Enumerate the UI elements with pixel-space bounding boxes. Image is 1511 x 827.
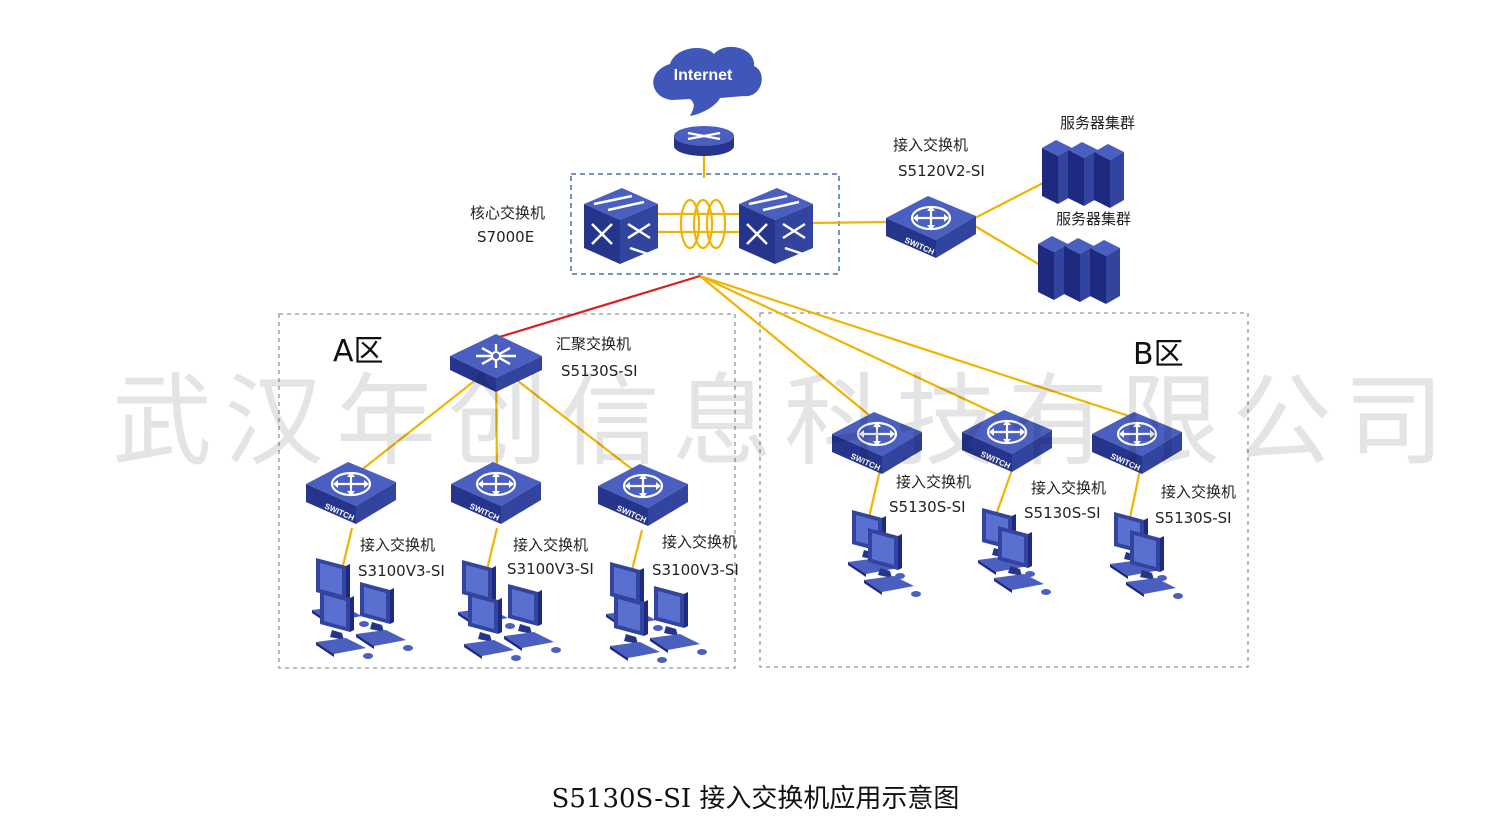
zone-b-pcs [848, 508, 1183, 599]
core-frame [570, 173, 840, 275]
zone-a-frame [278, 313, 736, 669]
core-switch-1 [582, 186, 660, 266]
zone-a-access-name: 接入交换机 [360, 536, 436, 554]
zone-b-access-model: S5130S-SI [889, 498, 966, 516]
core-switch-2 [737, 186, 815, 266]
router-icon [674, 126, 734, 156]
zone-a-access-model: S3100V3-SI [652, 561, 739, 579]
core-model: S7000E [477, 228, 535, 246]
server-cluster-1 [1042, 140, 1124, 208]
zone-b-title: B区 [1133, 337, 1184, 372]
zone-b-access-model: S5130S-SI [1155, 509, 1232, 527]
uplink-red [495, 274, 701, 340]
zone-a-access-name: 接入交换机 [662, 533, 738, 551]
zone-a-access-name: 接入交换机 [513, 536, 589, 554]
zone-b-access-name: 接入交换机 [1031, 479, 1107, 497]
internet-cloud: Internet [653, 46, 762, 116]
diagram-caption: S5130S-SI 接入交换机应用示意图 [551, 784, 960, 814]
core-name: 核心交换机 [470, 204, 546, 222]
zone-b-frame [759, 312, 1249, 668]
stack-link [655, 198, 740, 250]
server-cluster-label: 服务器集群 [1060, 114, 1136, 132]
zone-b-access-name: 接入交换机 [896, 473, 972, 491]
aggregation-model: S5130S-SI [561, 362, 638, 380]
zone-a-access-model: S3100V3-SI [507, 560, 594, 578]
server-cluster-2 [1038, 236, 1120, 304]
zone-b-access-name: 接入交换机 [1161, 483, 1237, 501]
aggregation-name: 汇聚交换机 [556, 335, 632, 353]
server-access-name: 接入交换机 [893, 136, 969, 154]
zone-a-title: A区 [333, 334, 384, 369]
server-access-model: S5120V2-SI [898, 162, 985, 180]
company-watermark: 武汉年创信息科技有限公司 [112, 363, 1456, 480]
internet-label: Internet [674, 67, 733, 84]
server-cluster-label: 服务器集群 [1056, 210, 1132, 228]
zone-b-access-model: S5130S-SI [1024, 504, 1101, 522]
zone-a-access-model: S3100V3-SI [358, 562, 445, 580]
server-access-switch [884, 194, 978, 260]
